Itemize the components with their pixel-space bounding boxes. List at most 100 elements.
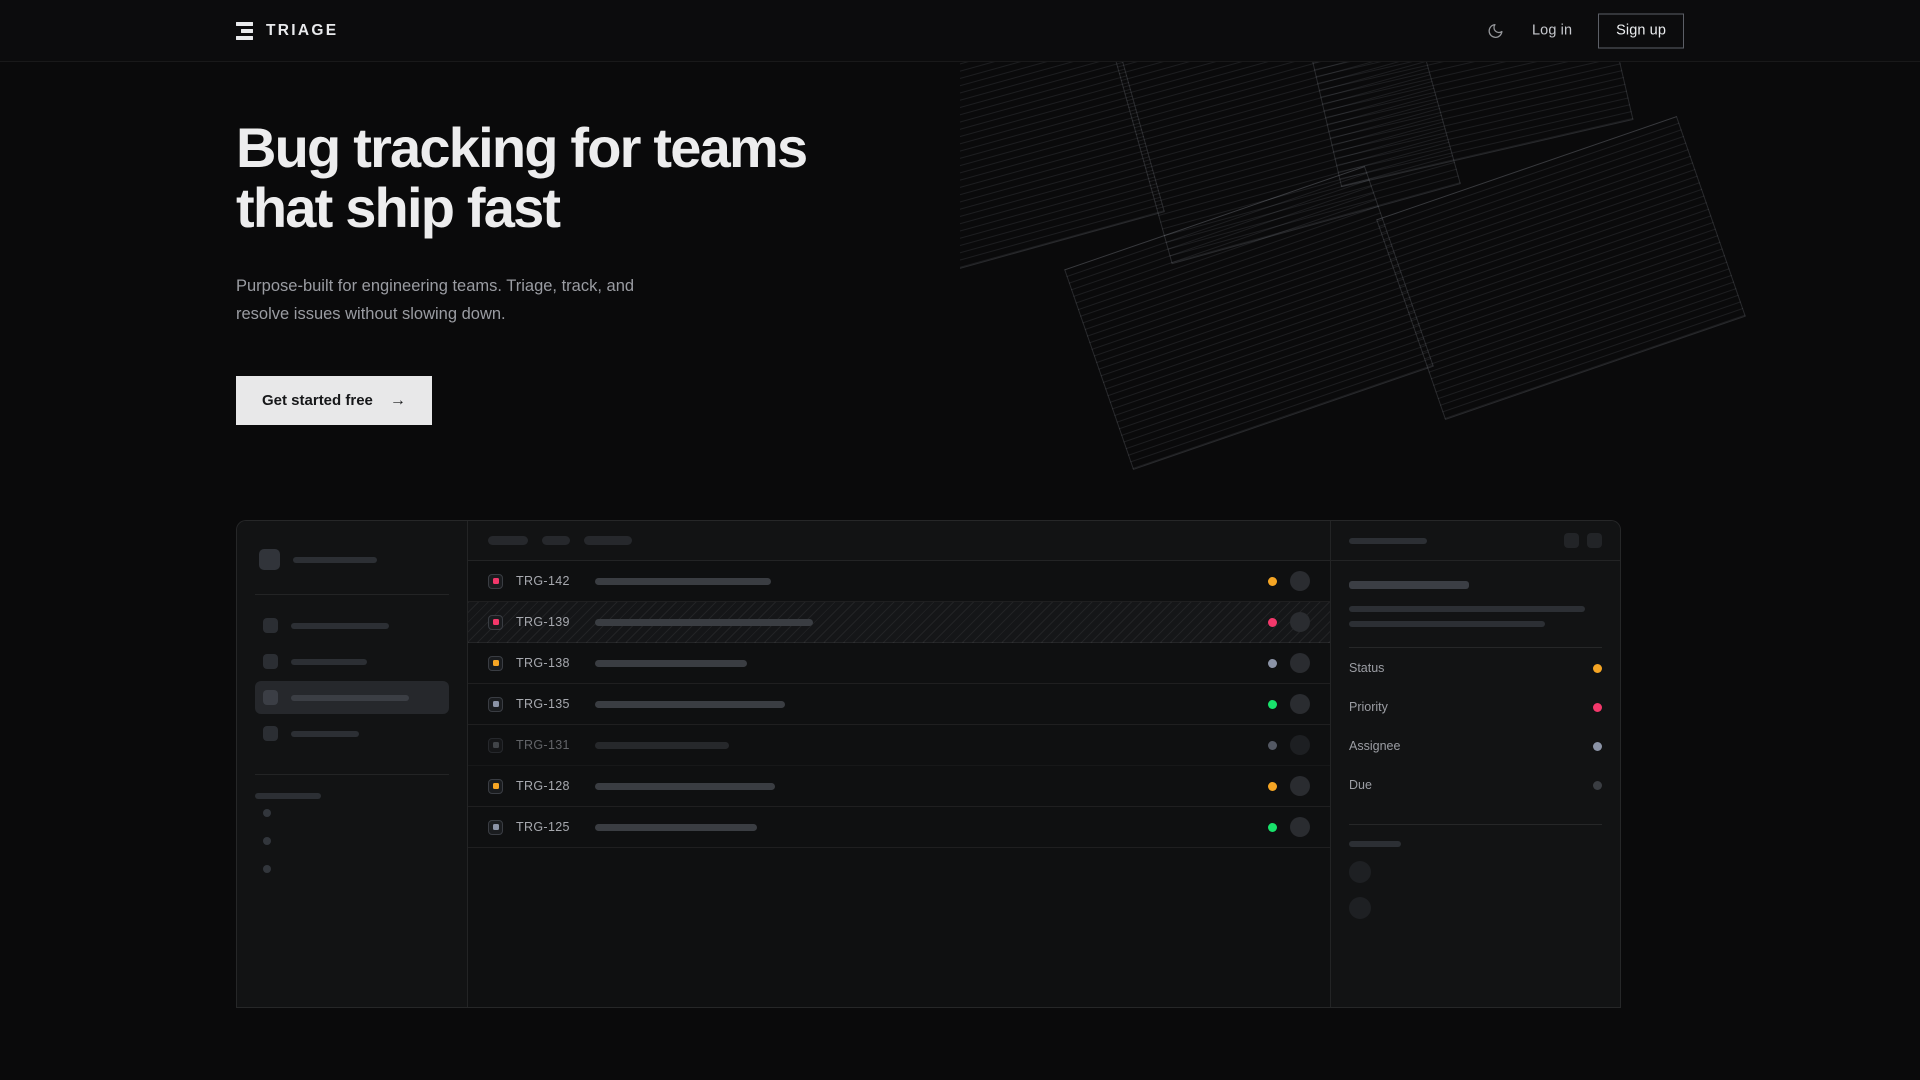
detail-footer [1331, 825, 1620, 933]
status-dot [1268, 576, 1277, 586]
bullet-icon [263, 837, 271, 845]
mock-sidebar-item[interactable] [255, 609, 449, 642]
decorative-hatched-slabs [960, 62, 1920, 482]
issue-title-skeleton [595, 659, 747, 667]
issue-row[interactable]: TRG-135 [468, 684, 1330, 725]
get-started-button[interactable]: Get started free → [236, 376, 432, 426]
detail-meta-label: Due [1349, 778, 1372, 792]
detail-meta-label: Assignee [1349, 739, 1401, 753]
status-dot [1268, 781, 1277, 791]
mock-sidebar-subitem[interactable] [255, 855, 449, 883]
priority-indicator[interactable] [488, 573, 503, 589]
issue-row[interactable]: TRG-139 [468, 602, 1330, 643]
slab-shape [1376, 116, 1746, 420]
activity-avatar[interactable] [1349, 861, 1371, 883]
detail-meta-label: Priority [1349, 700, 1388, 714]
status-dot [1268, 740, 1277, 750]
moon-icon[interactable] [1484, 20, 1506, 42]
assignee-avatar[interactable] [1290, 612, 1310, 632]
slab-shape [1064, 166, 1434, 470]
mock-sidebar [237, 521, 468, 1007]
toolbar-tab-skeleton[interactable] [488, 536, 528, 545]
issue-id: TRG-142 [516, 574, 570, 588]
assignee-avatar[interactable] [1290, 653, 1310, 673]
slab-shape [1115, 62, 1461, 265]
hero-subtitle: Purpose-built for engineering teams. Tri… [236, 276, 635, 323]
mock-sidebar-sublist [255, 799, 449, 883]
issue-row[interactable]: TRG-142 [468, 561, 1330, 602]
mock-sidebar-item[interactable] [255, 645, 449, 678]
mock-sidebar-section [255, 793, 449, 883]
assignee-avatar[interactable] [1290, 817, 1310, 837]
issue-title-skeleton [595, 618, 813, 626]
detail-meta-row[interactable]: Assignee [1349, 726, 1602, 765]
divider [1349, 824, 1602, 825]
skeleton-bar [1349, 841, 1401, 847]
mock-sidebar-subitem[interactable] [255, 799, 449, 827]
assignee-avatar[interactable] [1290, 694, 1310, 714]
mock-sidebar-nav [255, 609, 449, 750]
detail-meta-row[interactable]: Status [1349, 648, 1602, 687]
slab-shape [960, 62, 1165, 293]
priority-indicator[interactable] [488, 696, 503, 712]
detail-meta-row[interactable]: Due [1349, 765, 1602, 804]
brand-name: TRIAGE [266, 21, 339, 39]
assignee-avatar[interactable] [1290, 571, 1310, 591]
priority-indicator[interactable] [488, 614, 503, 630]
list-toolbar [468, 521, 1330, 561]
detail-action-button[interactable] [1587, 533, 1602, 548]
priority-indicator[interactable] [488, 819, 503, 835]
issue-row[interactable]: TRG-131 [468, 725, 1330, 766]
triage-logo-icon [236, 21, 253, 41]
detail-text-skeleton [1349, 606, 1585, 612]
toolbar-tab-skeleton[interactable] [542, 536, 570, 545]
issue-title-skeleton [595, 782, 775, 790]
brand-logo[interactable]: TRIAGE [236, 21, 338, 41]
issue-row[interactable]: TRG-138 [468, 643, 1330, 684]
issue-id: TRG-131 [516, 738, 570, 752]
mock-sidebar-brand[interactable] [255, 543, 449, 570]
detail-text-skeletons [1349, 606, 1602, 627]
nav-item-label-skeleton [291, 730, 359, 737]
signup-button[interactable]: Sign up [1598, 13, 1684, 48]
detail-title-skeleton [1349, 581, 1469, 589]
header-actions: Log in Sign up [1484, 13, 1684, 48]
status-dot [1268, 822, 1277, 832]
issue-id: TRG-135 [516, 697, 570, 711]
hero-section: Bug tracking for teams that ship fast Pu… [236, 118, 808, 426]
list-empty-space [468, 848, 1330, 1007]
priority-indicator[interactable] [488, 655, 503, 671]
detail-meta-row[interactable]: Priority [1349, 687, 1602, 726]
mock-sidebar-item[interactable] [255, 717, 449, 750]
assignee-avatar[interactable] [1290, 735, 1310, 755]
assignee-avatar[interactable] [1290, 776, 1310, 796]
activity-avatar[interactable] [1349, 897, 1371, 919]
login-link[interactable]: Log in [1532, 22, 1573, 39]
workspace-avatar [259, 549, 280, 570]
issue-id: TRG-128 [516, 779, 570, 793]
status-dot [1268, 699, 1277, 709]
issue-id: TRG-125 [516, 820, 570, 834]
status-dot [1268, 617, 1277, 627]
mock-sidebar-subitem[interactable] [255, 827, 449, 855]
slab-shape [1298, 62, 1634, 188]
divider [255, 594, 449, 595]
issue-row[interactable]: TRG-128 [468, 766, 1330, 807]
nav-item-icon [263, 618, 278, 633]
arrow-right-icon: → [389, 391, 406, 409]
priority-indicator[interactable] [488, 778, 503, 794]
issue-title-skeleton [595, 577, 771, 585]
priority-indicator[interactable] [488, 737, 503, 753]
mock-sidebar-item[interactable] [255, 681, 449, 714]
detail-action-button[interactable] [1564, 533, 1579, 548]
nav-item-label-skeleton [291, 658, 367, 665]
issue-title-skeleton [595, 741, 729, 749]
toolbar-tab-skeleton[interactable] [584, 536, 632, 545]
detail-header [1331, 521, 1620, 561]
issue-row[interactable]: TRG-125 [468, 807, 1330, 848]
detail-meta-label: Status [1349, 661, 1385, 675]
